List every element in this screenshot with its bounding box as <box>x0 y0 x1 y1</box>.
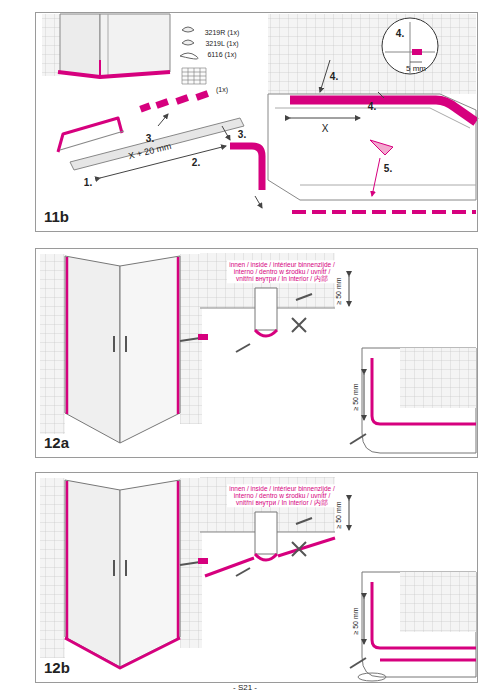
inside-note: innen / inside / intérieur binnenzijde /… <box>227 260 337 283</box>
part-number: 3219L (1x) <box>205 40 238 48</box>
step-number: 11b <box>44 208 69 225</box>
dimension: ≥ 50 mm <box>352 607 360 634</box>
callout-number: 4. <box>330 71 338 82</box>
part-number: 6116 (1x) <box>207 51 236 59</box>
dimension: 5 mm <box>406 65 426 74</box>
callout-number: 1. <box>84 177 92 188</box>
callout-number: 3. <box>238 129 246 140</box>
dimension: ≥ 50 mm <box>352 383 360 410</box>
step-number: 12a <box>44 434 69 451</box>
page-number: - S21 - <box>233 684 257 693</box>
part-quantity: (1x) <box>216 86 228 94</box>
step-number: 12b <box>44 659 70 676</box>
dimension: ≥ 50 mm <box>335 501 343 528</box>
step-panel: 11b <box>35 12 478 232</box>
dimension: X <box>322 123 329 134</box>
callout-number: 3. <box>146 133 154 144</box>
part-number: 3219R (1x) <box>205 29 240 37</box>
inside-note: innen / inside / intérieur binnenzijde /… <box>227 484 337 507</box>
callout-number: 4. <box>396 28 404 39</box>
callout-number: 5. <box>384 163 392 174</box>
callout-number: 4. <box>368 101 376 112</box>
callout-number: 2. <box>192 157 200 168</box>
dimension: ≥ 50 mm <box>335 277 343 304</box>
